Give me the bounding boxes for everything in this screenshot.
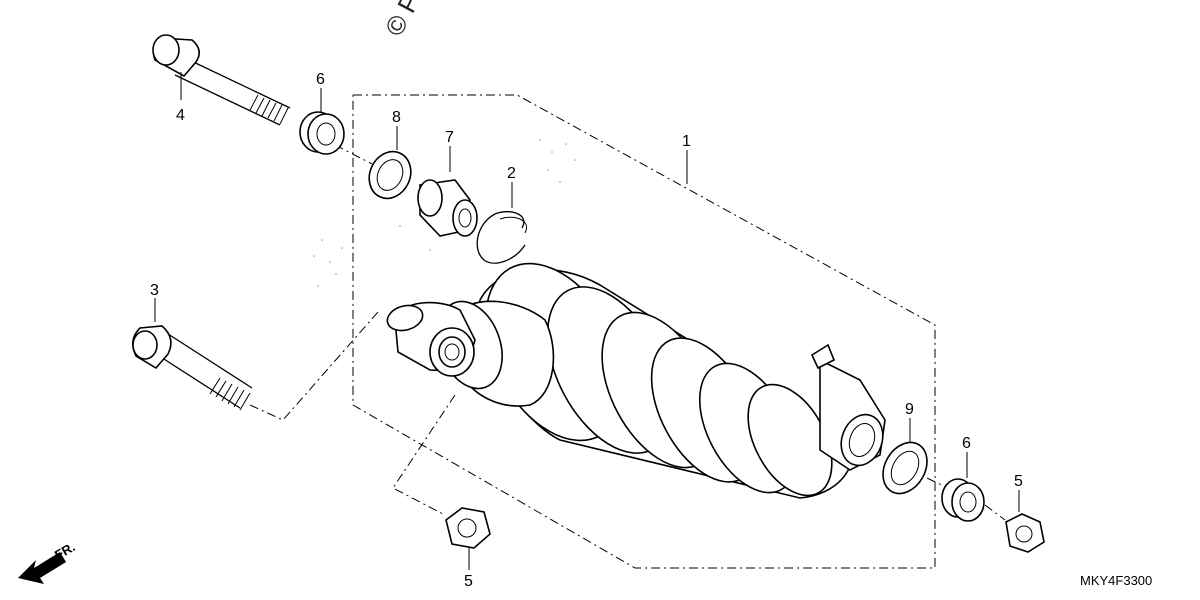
bushing-part-7 — [417, 179, 478, 237]
nut-leader-dashed — [392, 394, 456, 516]
nut-part-5-right — [1005, 513, 1045, 553]
copyright-watermark: © Pa — [379, 0, 433, 41]
leader-lines — [154, 72, 1020, 570]
collar-part-6-bottom — [941, 478, 985, 522]
callout-label-6-top: 6 — [316, 71, 325, 88]
callout-label-8: 8 — [392, 109, 401, 126]
bolt3-leader-dashed — [249, 311, 379, 421]
callout-label-2: 2 — [507, 165, 516, 182]
bolt-part-3 — [132, 325, 253, 411]
bolt-part-4 — [152, 34, 291, 126]
callout-label-6-bottom: 6 — [962, 435, 971, 452]
callout-label-3: 3 — [150, 282, 159, 299]
collar6-leader-dashed — [984, 504, 1006, 521]
diagram-code: MKY4F3300 — [1080, 573, 1152, 588]
collar-part-6-top — [299, 111, 345, 155]
callout-label-4: 4 — [176, 107, 185, 124]
callout-label-5-right: 5 — [1014, 473, 1023, 490]
front-arrow-icon — [18, 552, 66, 584]
assembly-outline — [352, 94, 936, 569]
circlip-part-2 — [476, 211, 528, 264]
shock-absorber-part-1 — [386, 262, 886, 499]
front-direction-indicator: FR. — [18, 539, 78, 584]
callout-label-5-bottom: 5 — [464, 573, 473, 590]
callout-label-9: 9 — [905, 401, 914, 418]
callout-label-7: 7 — [445, 129, 454, 146]
callout-label-1: 1 — [682, 133, 691, 150]
seal-part-9 — [882, 441, 928, 495]
nut-part-5-bottom — [445, 507, 491, 549]
seal-ring-part-8 — [368, 150, 412, 200]
